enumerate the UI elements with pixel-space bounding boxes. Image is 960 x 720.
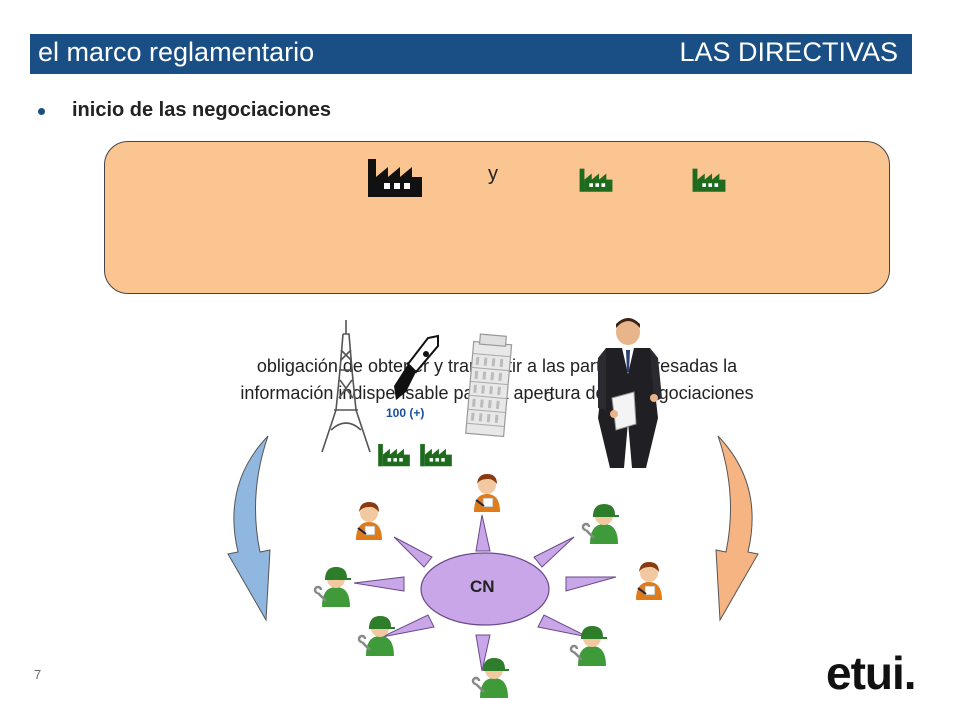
factory-small-icon <box>420 444 452 467</box>
cn-ellipse <box>420 552 550 626</box>
factory-small-icon <box>378 444 410 467</box>
connector-y: y <box>488 163 498 185</box>
signature-count-label: 100 (+) <box>386 406 425 420</box>
factory-large-icon <box>368 159 422 197</box>
slide-title: el marco reglamentario <box>38 37 315 67</box>
cn-ray <box>475 514 491 552</box>
right-curved-arrow-icon <box>715 435 759 622</box>
employee-icon <box>356 502 382 540</box>
cn-sunburst-diagram <box>353 514 617 672</box>
bullet-heading: inicio de las negociaciones <box>72 99 331 121</box>
worker-icon <box>581 504 619 544</box>
cn-ray <box>475 634 491 672</box>
eiffel-tower-icon <box>321 320 371 453</box>
etui-logo: etui. <box>826 647 917 699</box>
employee-icon <box>474 474 500 512</box>
bullet-dot <box>38 108 45 115</box>
cn-ray <box>565 576 617 592</box>
businessman-icon <box>598 318 662 468</box>
worker-icon <box>569 626 607 666</box>
leaning-tower-icon <box>465 333 513 438</box>
employee-icon <box>636 562 662 600</box>
factory-small-icon <box>579 168 613 192</box>
worker-icon <box>471 658 509 698</box>
pen-nib-icon <box>394 334 439 400</box>
worker-icon <box>357 616 395 656</box>
cn-ray <box>533 536 575 568</box>
cn-label: CN <box>470 577 495 596</box>
worker-icon <box>313 567 351 607</box>
cn-ray <box>353 576 405 592</box>
cn-ray <box>381 614 435 638</box>
cn-ray <box>537 614 589 638</box>
page-number: 7 <box>34 667 42 682</box>
factory-small-icon <box>692 168 726 192</box>
left-curved-arrow-icon <box>227 435 271 622</box>
title-bar: el marco reglamentario LAS DIRECTIVAS <box>30 34 912 74</box>
section-title: LAS DIRECTIVAS <box>679 37 898 67</box>
cn-ray <box>393 536 433 568</box>
or-label: o <box>544 386 554 405</box>
